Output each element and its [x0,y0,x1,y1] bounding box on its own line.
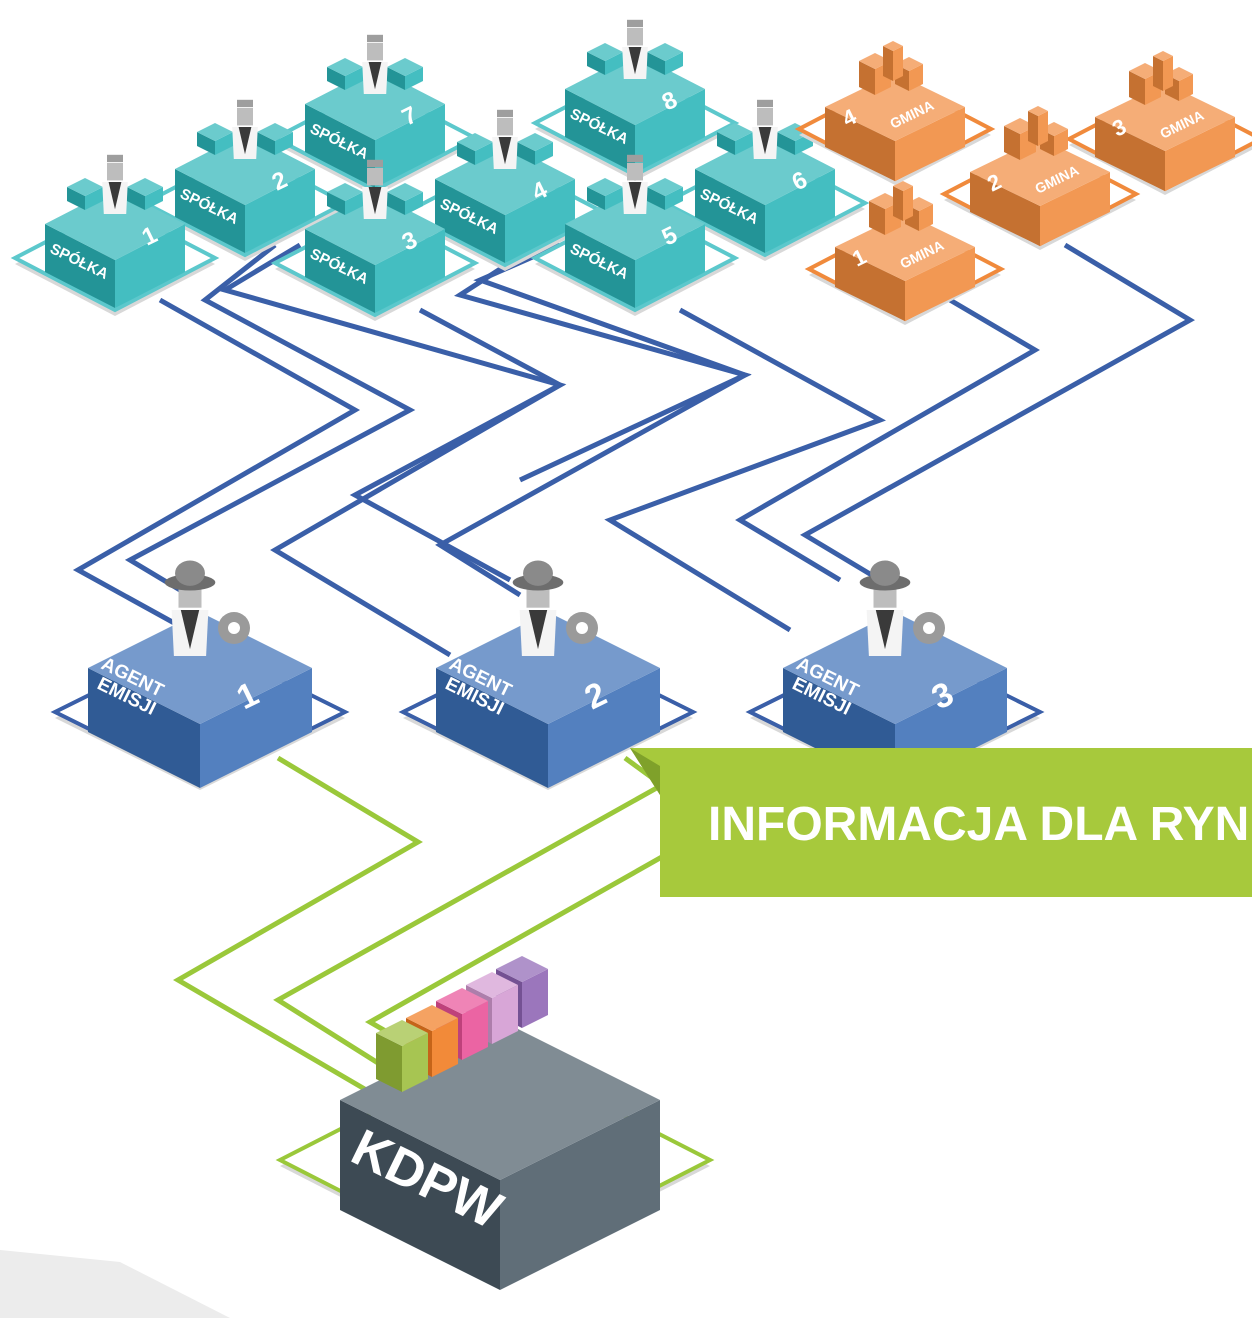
floor-shadow [0,1250,230,1318]
kdpw-data-block [376,1020,428,1092]
connection-line [604,307,886,633]
connection-line [273,755,667,1083]
connection-line [173,755,423,1101]
connection-line [800,242,1195,583]
connection-line [735,297,1040,583]
info-banner: INFORMACJA DLA RYN [630,748,1252,897]
kdpw-node: KDPW [275,956,715,1290]
banner-text: INFORMACJA DLA RYN [708,798,1249,851]
connection-line [72,297,361,643]
connection-line [124,243,416,593]
connection-line [349,307,566,583]
kdpw-layer: KDPW [275,956,715,1290]
